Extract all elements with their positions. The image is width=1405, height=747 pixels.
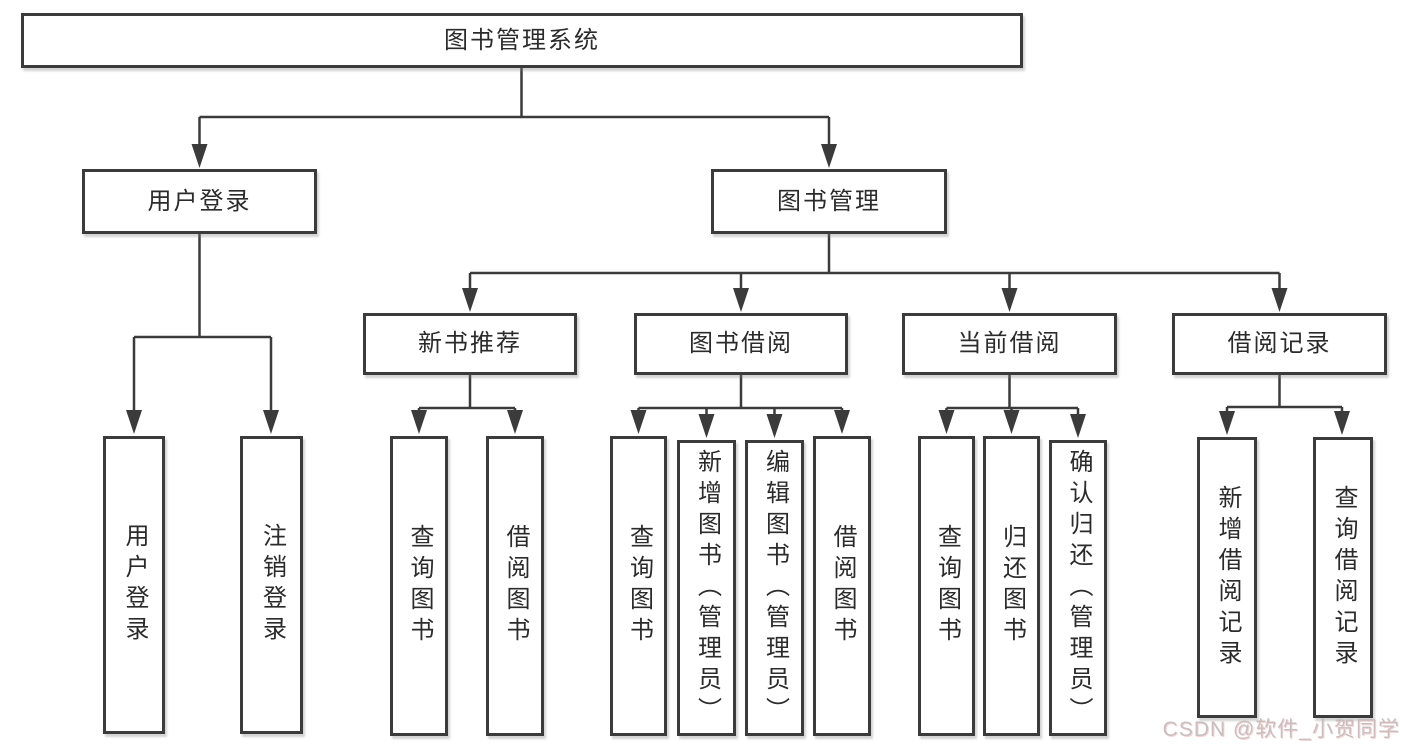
leaf-confirm-return-admin: 确认归还（管理员） — [1049, 440, 1107, 736]
node-label: 新增图书（管理员） — [693, 448, 721, 728]
node-label: 查询借阅记录 — [1330, 484, 1357, 671]
node-label: 新增借阅记录 — [1214, 484, 1241, 671]
leaf-query-books-current: 查询图书 — [918, 436, 975, 736]
node-library-management-system: 图书管理系统 — [21, 13, 1023, 68]
node-label: 用户登录 — [121, 523, 148, 647]
node-label: 新书推荐 — [418, 330, 522, 357]
node-label: 查询图书 — [933, 524, 961, 648]
node-current-borrowing: 当前借阅 — [902, 313, 1117, 375]
node-label: 归还图书 — [998, 524, 1026, 648]
connector-path — [132, 68, 1344, 431]
node-label: 查询图书 — [625, 524, 653, 648]
leaf-return-books: 归还图书 — [983, 436, 1040, 736]
node-label: 注销登录 — [258, 523, 286, 647]
node-label: 用户登录 — [147, 187, 252, 215]
node-label: 当前借阅 — [957, 330, 1062, 357]
node-label: 借阅图书 — [502, 524, 529, 648]
leaf-query-books-borrow: 查询图书 — [610, 436, 667, 736]
leaf-borrow-books-recommend: 借阅图书 — [486, 436, 544, 736]
node-label: 图书管理系统 — [444, 26, 600, 54]
leaf-add-books-admin: 新增图书（管理员） — [677, 440, 736, 736]
node-label: 编辑图书（管理员） — [761, 448, 789, 728]
node-label: 图书借阅 — [689, 330, 793, 357]
leaf-query-borrow-record: 查询借阅记录 — [1313, 437, 1373, 718]
leaf-add-borrow-record: 新增借阅记录 — [1197, 437, 1257, 718]
node-new-book-recommendation: 新书推荐 — [363, 313, 577, 375]
leaf-user-login: 用户登录 — [103, 436, 165, 734]
leaf-edit-books-admin: 编辑图书（管理员） — [745, 440, 804, 736]
node-label: 图书管理 — [777, 187, 881, 215]
leaf-borrow-books: 借阅图书 — [813, 436, 871, 736]
arrowhead-icons — [126, 144, 1350, 438]
node-label: 确认归还（管理员） — [1065, 448, 1092, 728]
node-book-borrowing: 图书借阅 — [634, 313, 848, 375]
node-user-login: 用户登录 — [82, 169, 317, 234]
node-label: 借阅记录 — [1227, 330, 1332, 357]
node-book-management: 图书管理 — [711, 169, 947, 234]
leaf-query-books-recommend: 查询图书 — [390, 436, 448, 736]
leaf-logout: 注销登录 — [240, 436, 303, 734]
node-borrowing-records: 借阅记录 — [1172, 313, 1387, 375]
node-label: 借阅图书 — [829, 524, 856, 648]
node-label: 查询图书 — [406, 524, 433, 648]
